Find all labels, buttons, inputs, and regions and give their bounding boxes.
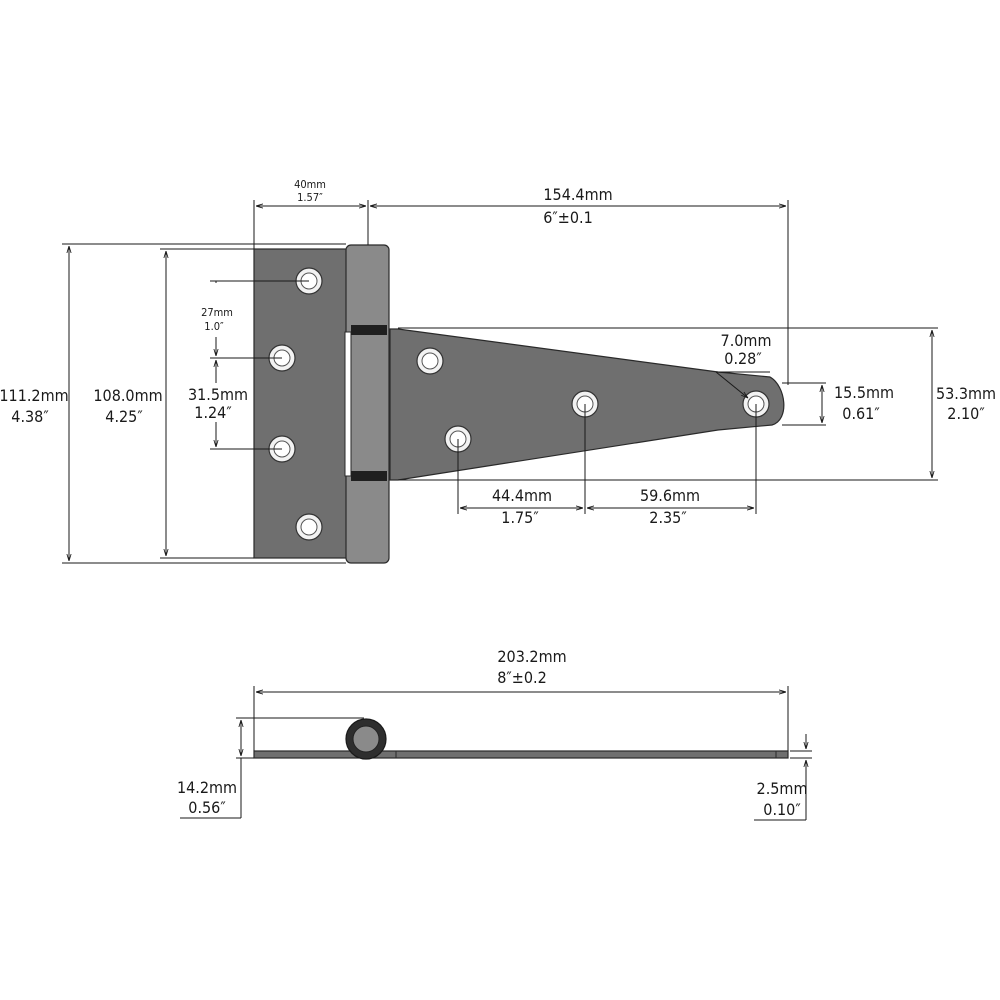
dim-side-overall-length-in: 8″±0.2 xyxy=(497,668,546,687)
dim-strap-hole-spacing-1-mm: 44.4mm xyxy=(492,486,552,505)
dim-outer-height-in: 4.38″ xyxy=(11,407,49,426)
dim-strap-tip-height-mm: 15.5mm xyxy=(834,383,894,402)
dim-leaf-height-mm: 108.0mm xyxy=(93,386,162,405)
dim-thickness-mm: 2.5mm xyxy=(757,779,808,798)
dim-strap-base-height-mm: 53.3mm xyxy=(936,384,996,403)
dim-overall-length-in: 6″±0.1 xyxy=(543,208,592,227)
dim-knuckle-height-in: 0.56″ xyxy=(188,798,226,817)
side-plate xyxy=(253,750,789,759)
knuckle-gap xyxy=(344,331,352,477)
dim-knuckle-height-mm: 14.2mm xyxy=(177,778,237,797)
dim-hole-diameter-mm: 7.0mm xyxy=(721,331,772,350)
dim-strap-hole-spacing-1-in: 1.75″ xyxy=(501,508,539,527)
leaf-hole xyxy=(295,513,323,541)
knuckle-barrel xyxy=(345,244,390,564)
dim-hole-spacing-small-mm: 27mm xyxy=(201,306,233,319)
dim-side-overall-length-mm: 203.2mm xyxy=(497,647,566,666)
dim-strap-hole-spacing-2-mm: 59.6mm xyxy=(640,486,700,505)
rect-leaf xyxy=(253,248,351,559)
top-view-dimensions: 40mm 1.57″ 154.4mm 6″±0.1 111.2mm 4.38″ … xyxy=(0,178,996,564)
dim-leaf-width-in: 1.57″ xyxy=(297,191,323,204)
knuckle-band-bottom xyxy=(351,471,387,481)
dim-overall-length-mm: 154.4mm xyxy=(543,185,612,204)
dim-leaf-height-in: 4.25″ xyxy=(105,407,143,426)
dim-hole-spacing-large-mm: 31.5mm xyxy=(188,385,248,404)
dim-strap-hole-spacing-2-in: 2.35″ xyxy=(649,508,687,527)
dim-strap-base-height-in: 2.10″ xyxy=(947,404,985,423)
dim-thickness-in: 0.10″ xyxy=(763,800,801,819)
dim-strap-tip-height-in: 0.61″ xyxy=(842,404,880,423)
dim-leaf-width-mm: 40mm xyxy=(294,178,326,191)
strap-hole xyxy=(416,347,444,375)
side-view xyxy=(253,718,789,760)
dim-hole-diameter-in: 0.28″ xyxy=(724,349,762,368)
dim-hole-spacing-large-in: 1.24″ xyxy=(194,403,232,422)
dim-outer-height-mm: 111.2mm xyxy=(0,386,69,405)
side-view-dimensions: 203.2mm 8″±0.2 14.2mm 0.56″ 2.5mm 0.10″ xyxy=(177,647,812,821)
knuckle-band-top xyxy=(351,325,387,335)
dim-hole-spacing-small-in: 1.0″ xyxy=(204,320,224,333)
top-view xyxy=(253,244,785,564)
